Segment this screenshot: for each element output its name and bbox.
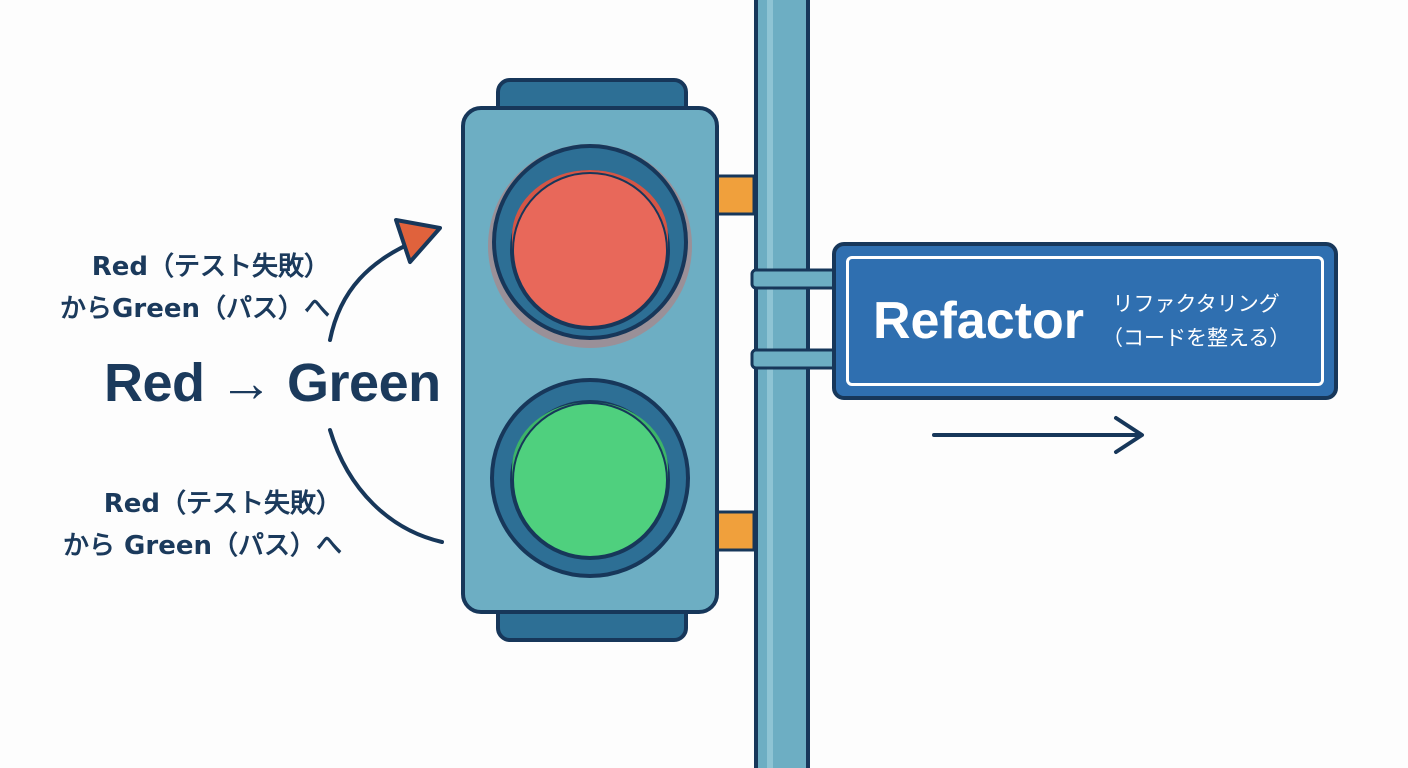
red-green-label: Red → Green (104, 353, 441, 413)
red-light (488, 144, 692, 348)
note-bottom-line2: から Green（パス）へ (63, 531, 342, 561)
right-arrow-icon (932, 416, 1144, 454)
note-top-line1: Red（テスト失敗） (91, 252, 330, 282)
sign-subtitle-line1: リファクタリング (1112, 292, 1280, 316)
red-to-green-note-top: Red（テスト失敗） からGreen（パス）へ (60, 246, 330, 330)
traffic-light-icon (461, 78, 719, 642)
light-brackets (712, 174, 756, 552)
note-top-line2: からGreen（パス）へ (60, 294, 330, 324)
sign-title: Refactor (873, 292, 1084, 350)
sign-subtitle: リファクタリング （コードを整える） (1102, 287, 1290, 355)
note-bottom-line1: Red（テスト失敗） (103, 489, 342, 519)
green-light (490, 378, 690, 578)
pole (754, 0, 810, 768)
refactor-sign: Refactor リファクタリング （コードを整える） (832, 242, 1338, 400)
sign-subtitle-line2: （コードを整える） (1101, 326, 1291, 350)
sign-inner-border: Refactor リファクタリング （コードを整える） (846, 256, 1324, 386)
curved-arrow-icon (328, 218, 444, 544)
red-to-green-note-bottom: Red（テスト失敗） から Green（パス）へ (63, 483, 342, 567)
